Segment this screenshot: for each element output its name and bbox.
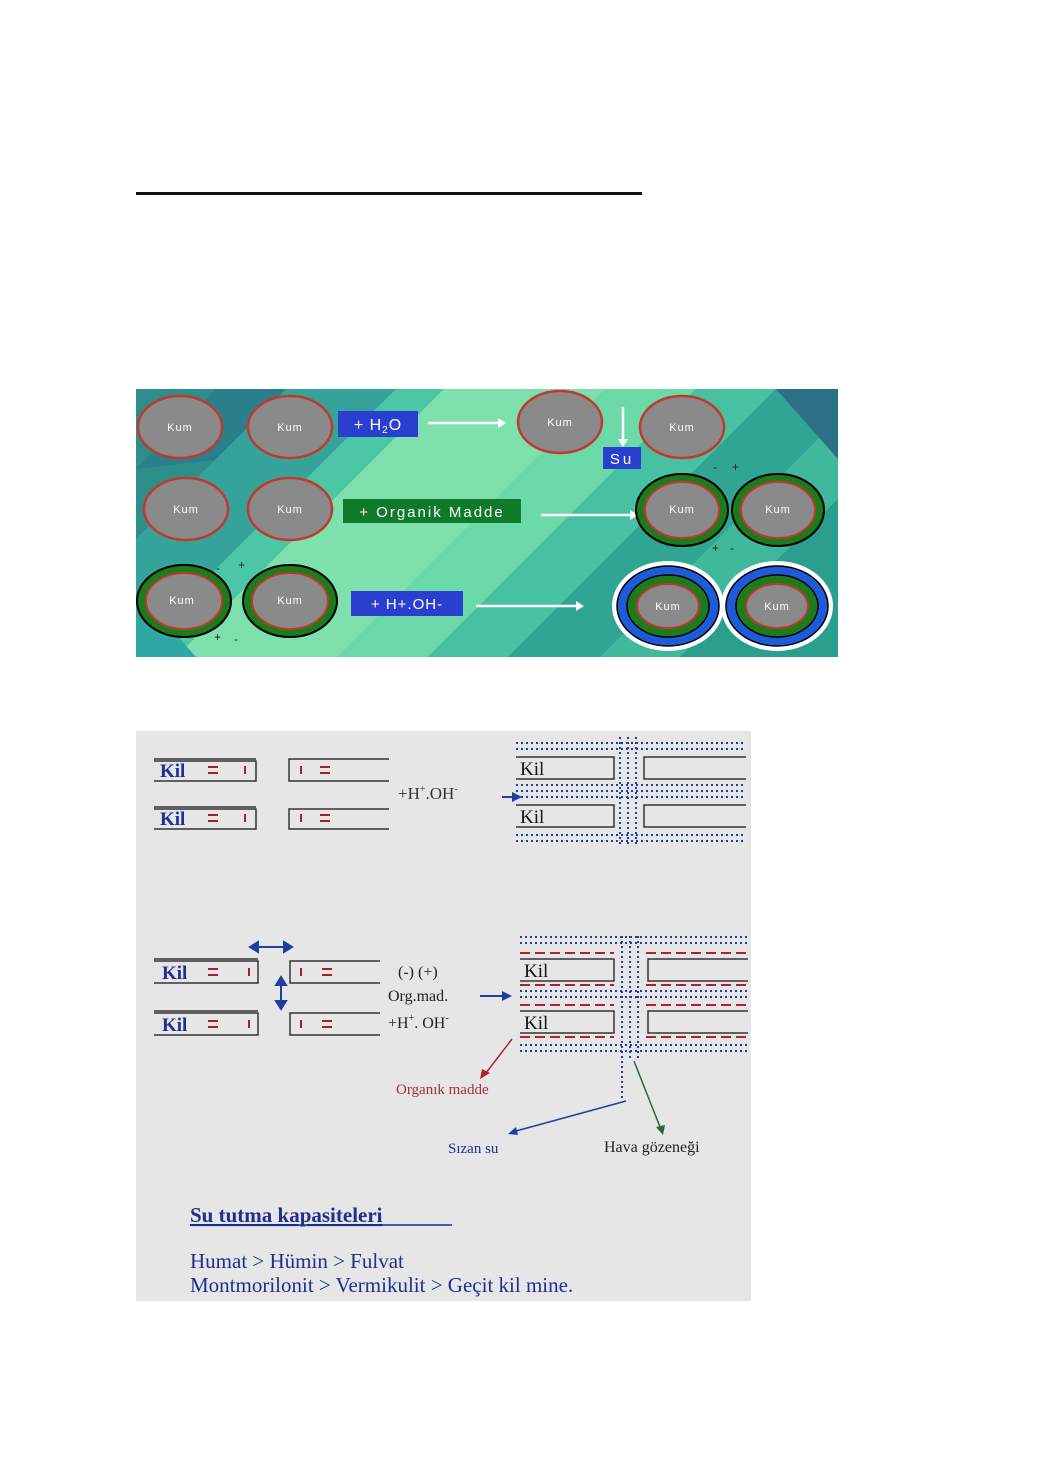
water-drop-label: Su [610, 451, 634, 468]
sand-label: Kum [169, 595, 195, 607]
sand-particle [145, 572, 223, 630]
clay-order-line: Montmorilonit > Vermikulit > Geçit kil m… [190, 1273, 573, 1297]
sand-particle [636, 583, 700, 629]
sand-label: Kum [669, 422, 695, 434]
clay-label: Kil [520, 807, 544, 828]
clay-plates-organic-hydrated [520, 936, 748, 1101]
sand-particle [251, 572, 329, 630]
water-drop-box [603, 447, 641, 469]
clay-plates-before [154, 758, 389, 830]
sand-label: Kum [764, 601, 790, 613]
aggregate-pair-organic: Kum Kum [635, 473, 825, 547]
ions-label: + H+.OH- [371, 596, 443, 613]
sand-particle [246, 394, 334, 460]
charge-plus: + [712, 541, 719, 555]
sand-label: Kum [547, 417, 573, 429]
sand-label: Kum [655, 601, 681, 613]
arrow-head [502, 991, 512, 1001]
arrow-head [630, 510, 638, 520]
clay-label: Kil [160, 809, 185, 830]
organic-matter-label: Organık madde [396, 1082, 489, 1098]
ions-label-box [351, 591, 463, 616]
seepage-leader [515, 1100, 627, 1132]
sand-label: Kum [277, 422, 303, 434]
swelling-arrows [248, 940, 294, 1011]
charge-minus: - [234, 632, 238, 646]
arrow-head [498, 418, 506, 428]
water-label-box [338, 411, 418, 437]
charge-minus: - [713, 460, 717, 474]
charge-plus: + [732, 460, 739, 474]
sand-particle [136, 394, 224, 460]
seepage-water-label: Sızan su [448, 1141, 499, 1157]
organic-short-label: Org.mad. [388, 988, 448, 1005]
clay-label: Kil [162, 1015, 187, 1036]
clay-label: Kil [524, 1013, 548, 1034]
surface-charges [208, 766, 330, 822]
sand-particle [740, 481, 816, 539]
arrow-head [480, 1069, 490, 1079]
clay-label: Kil [524, 961, 548, 982]
capacity-heading: Su tutma kapasiteleri [190, 1203, 383, 1227]
clay-label: Kil [160, 761, 185, 782]
charge-pair: (-) (+) [398, 964, 438, 981]
clay-label: Kil [520, 759, 544, 780]
surface-charges [208, 968, 332, 1028]
sand-particle [644, 481, 720, 539]
water-label: + H2O [354, 417, 402, 436]
hydrated-aggregate-pair: Kum Kum [612, 561, 833, 651]
arrow-head [656, 1125, 665, 1135]
sand-label: Kum [765, 504, 791, 516]
organic-matter-leader [485, 1038, 513, 1074]
sand-particle [516, 389, 604, 455]
charge-plus: + [214, 630, 221, 644]
sand-particle [142, 476, 230, 542]
humic-order-line: Humat > Hümin > Fulvat [190, 1249, 404, 1273]
charge-minus: - [216, 561, 220, 575]
sand-particle [745, 583, 809, 629]
clay-water-retention-diagram: Kil Kil +H+.OH- Kil Kil [136, 731, 751, 1301]
air-pore-leader [633, 1060, 661, 1128]
clay-plates-hydrated [516, 737, 746, 847]
air-pore-label: Hava gözeneği [604, 1139, 700, 1156]
arrow-head [576, 601, 584, 611]
sand-label: Kum [277, 595, 303, 607]
sand-label: Kum [167, 422, 193, 434]
organic-label: + Organik Madde [359, 504, 504, 521]
sand-label: Kum [277, 504, 303, 516]
water-subscript: 2 [382, 425, 389, 436]
sand-particle [246, 476, 334, 542]
ions-label-bottom: +H+. OH- [388, 1013, 449, 1032]
clay-label: Kil [162, 963, 187, 984]
row1-sand-particles: Kum Kum [136, 394, 334, 460]
clay-plates-before-organic [154, 958, 380, 1036]
arrow-head [508, 1127, 518, 1135]
charge-minus: - [730, 541, 734, 555]
title-underline [136, 192, 642, 195]
charge-plus: + [238, 558, 245, 572]
sand-particle [638, 394, 726, 460]
sand-aggregation-diagram: Kum Kum + H2O Kum Kum Su - + Kum Kum + O… [136, 389, 838, 657]
ions-label-top: +H+.OH- [398, 784, 458, 803]
sand-label: Kum [173, 504, 199, 516]
organic-label-box [343, 499, 521, 523]
sand-label: Kum [669, 504, 695, 516]
drop-arrow-head [618, 439, 628, 447]
